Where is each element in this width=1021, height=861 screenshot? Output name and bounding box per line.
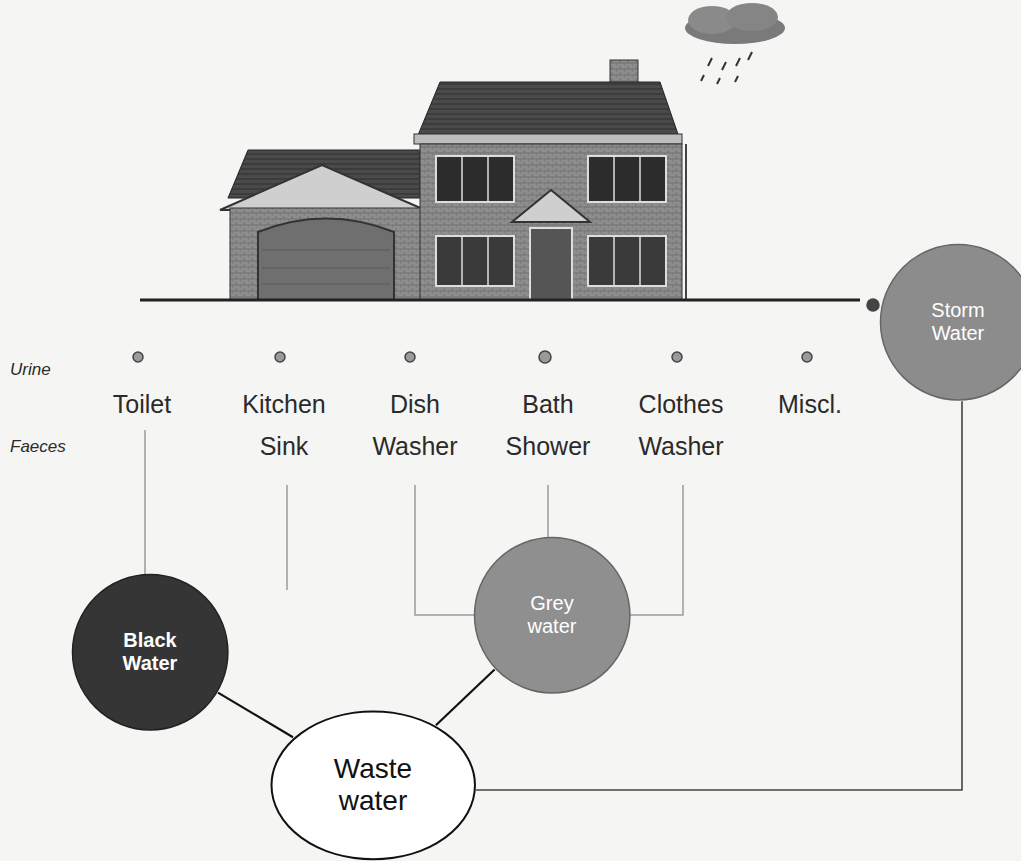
side-label: Urine — [10, 359, 80, 381]
node-label: Grey water — [504, 592, 600, 638]
node-label: Black Water — [102, 629, 198, 675]
fixture-label: Clothes Washer — [616, 383, 746, 467]
connector-line — [218, 693, 293, 738]
black-water-circle: Black Water — [71, 573, 229, 731]
outlet-dots — [133, 299, 879, 363]
fixture-label: Toilet — [82, 383, 202, 425]
rain-cloud — [685, 3, 785, 84]
side-label: Faeces — [10, 436, 80, 458]
storm-water-circle: Storm Water — [879, 243, 1021, 401]
fixture-label: Miscl. — [760, 383, 860, 425]
node-label: Waste water — [308, 753, 438, 817]
node-label: Storm Water — [910, 299, 1006, 345]
waste-water-ellipse: Waste water — [270, 710, 476, 861]
grey-water-circle: Grey water — [473, 536, 631, 694]
fixture-label: Dish Washer — [355, 383, 475, 467]
fixture-label: Kitchen Sink — [224, 383, 344, 467]
fixture-label: Bath Shower — [488, 383, 608, 467]
connector-line — [436, 670, 495, 726]
